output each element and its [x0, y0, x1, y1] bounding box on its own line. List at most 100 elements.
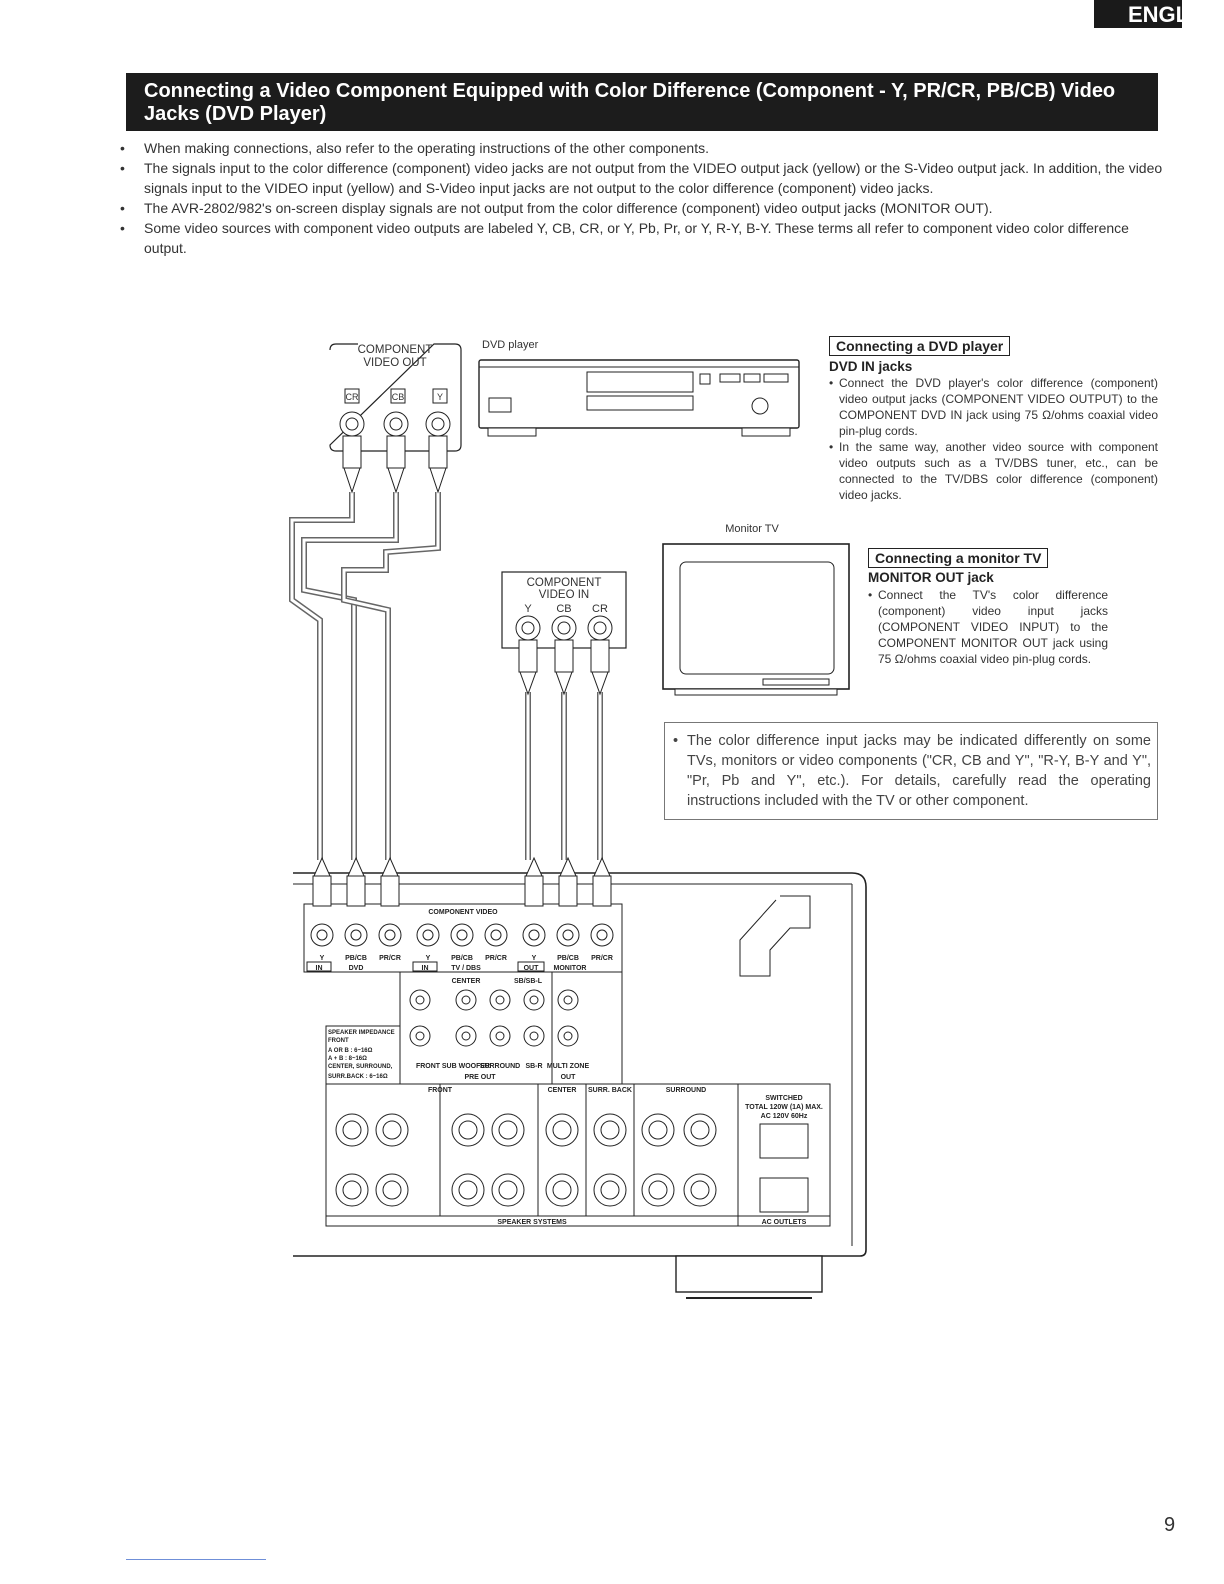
cable-plug-tip: [347, 856, 365, 877]
speaker-systems: SPEAKER SYSTEMS: [497, 1219, 567, 1226]
speaker-terminal-core: [382, 1180, 402, 1200]
dvd-panel-title: COMPONENT: [358, 344, 433, 356]
rx-in-badge: IN: [422, 965, 429, 972]
monitor-tv: [662, 543, 850, 696]
speaker-terminal-core: [690, 1120, 710, 1140]
dvd-section-title: Connecting a DVD player: [829, 336, 1011, 356]
rx-impedance: SPEAKER IMPEDANCE: [328, 1030, 395, 1036]
speaker-terminal-core: [458, 1180, 478, 1200]
rx-sbr: SB-R: [525, 1063, 542, 1070]
dvd-panel-title-2: VIDEO OUT: [363, 357, 426, 369]
receiver-jacks: [310, 923, 614, 1047]
rx-component-video: COMPONENT VIDEO: [428, 909, 498, 916]
rx-jack-y: Y: [320, 955, 325, 962]
rx-subwoofer: SUB WOOFER: [442, 1063, 490, 1070]
ac-switched: SWITCHED: [765, 1095, 802, 1102]
spk-front: FRONT: [428, 1087, 453, 1094]
rx-tvdbs-label: TV / DBS: [451, 965, 481, 972]
tv-plugs: [515, 615, 613, 696]
rx-front-pre: FRONT: [416, 1063, 441, 1070]
speaker-terminal-core: [648, 1180, 668, 1200]
rx-jack-pr: PR/CR: [379, 955, 401, 962]
speaker-terminal-core: [458, 1120, 478, 1140]
preout-jack-core: [461, 995, 471, 1005]
rx-imp-aplusb: A + B : 8~16Ω: [328, 1056, 367, 1062]
note-item: The AVR-2802/982's on-screen display sig…: [114, 198, 1164, 218]
preout-jack-core: [529, 1031, 539, 1041]
tv-instructions: Connect the TV's color difference (compo…: [868, 587, 1108, 667]
receiver-plugs: [312, 856, 612, 907]
component-jack-core: [384, 929, 396, 941]
rx-jack-pb: PB/CB: [451, 955, 473, 962]
tv-instruction: Connect the TV's color difference (compo…: [868, 587, 1108, 667]
spk-surround: SURROUND: [666, 1087, 706, 1094]
tv-section-subtitle: MONITOR OUT jack: [868, 570, 994, 585]
cable-plug: [380, 875, 400, 907]
dvd-player: [478, 359, 800, 437]
cable-plug-tip: [593, 856, 611, 877]
preout-jack-core: [495, 1031, 505, 1041]
dvd-instruction: Connect the DVD player's color differenc…: [829, 375, 1158, 439]
component-jack-core: [596, 929, 608, 941]
tv-section-title: Connecting a monitor TV: [868, 548, 1049, 568]
rx-jack-y: Y: [532, 955, 537, 962]
spk-center: CENTER: [548, 1087, 577, 1094]
rx-preout: PRE OUT: [464, 1074, 496, 1081]
dvd-jack-label: CR: [346, 392, 359, 402]
preout-jack-core: [563, 1031, 573, 1041]
rx-multizone: MULTI ZONE: [547, 1063, 590, 1070]
ac-total: TOTAL 120W (1A) MAX.: [745, 1104, 823, 1111]
cable-plug: [592, 875, 612, 907]
section-title: Connecting a Video Component Equipped wi…: [126, 73, 1158, 131]
rx-jack-pr: PR/CR: [591, 955, 613, 962]
dvd-section-subtitle: DVD IN jacks: [829, 359, 913, 374]
cable-plug-tip: [381, 856, 399, 877]
dvd-component-out-panel: [329, 343, 462, 452]
cable-plug-tip: [525, 856, 543, 877]
speaker-terminal-core: [498, 1120, 518, 1140]
rx-jack-y: Y: [426, 955, 431, 962]
spk-surrback: SURR. BACK: [588, 1087, 632, 1094]
tv-panel-title: COMPONENT: [527, 577, 602, 589]
rx-imp-ab: A OR B : 6~16Ω: [328, 1048, 373, 1054]
monitor-label: Monitor TV: [725, 523, 779, 535]
component-jack-core: [490, 929, 502, 941]
cable-plug-tip: [559, 856, 577, 877]
dvd-instructions: Connect the DVD player's color differenc…: [829, 375, 1158, 503]
rx-monitor-label: MONITOR: [554, 965, 587, 972]
receiver-rear-panel: [293, 872, 867, 1299]
dvd-jack-label: CB: [392, 392, 405, 402]
cable-plug: [558, 875, 578, 907]
rx-jack-pr: PR/CR: [485, 955, 507, 962]
cable-plug-tip: [313, 856, 331, 877]
speaker-terminal-core: [342, 1180, 362, 1200]
component-jack-core: [528, 929, 540, 941]
note-item: When making connections, also refer to t…: [114, 138, 1164, 158]
dvd-player-label: DVD player: [482, 339, 539, 351]
cables: [289, 492, 603, 860]
speaker-terminal-core: [690, 1180, 710, 1200]
preout-jack-core: [415, 995, 425, 1005]
note-item: Some video sources with component video …: [114, 218, 1164, 258]
preout-jack-core: [495, 995, 505, 1005]
speaker-terminal-core: [498, 1180, 518, 1200]
ac-voltage: AC 120V 60Hz: [761, 1113, 808, 1120]
rx-imp-center: CENTER, SURROUND,: [328, 1064, 393, 1070]
ac-outlets: AC OUTLETS: [762, 1219, 807, 1226]
rx-jack-pb: PB/CB: [345, 955, 367, 962]
speaker-terminal-core: [648, 1120, 668, 1140]
tv-jack-label: CB: [556, 603, 571, 615]
rx-imp-front: FRONT: [328, 1038, 349, 1044]
cable-plug: [524, 875, 544, 907]
rx-sbsbl: SB/SB-L: [514, 978, 543, 985]
rx-out-badge: OUT: [524, 965, 540, 972]
component-jack-core: [422, 929, 434, 941]
preout-jack-core: [461, 1031, 471, 1041]
page-number: 9: [1164, 1514, 1176, 1536]
speaker-terminal-core: [552, 1180, 572, 1200]
speaker-terminal-core: [382, 1120, 402, 1140]
preout-jack-core: [529, 995, 539, 1005]
speaker-terminal-core: [600, 1180, 620, 1200]
rx-in-badge: IN: [316, 965, 323, 972]
notes-list: When making connections, also refer to t…: [114, 138, 1164, 258]
